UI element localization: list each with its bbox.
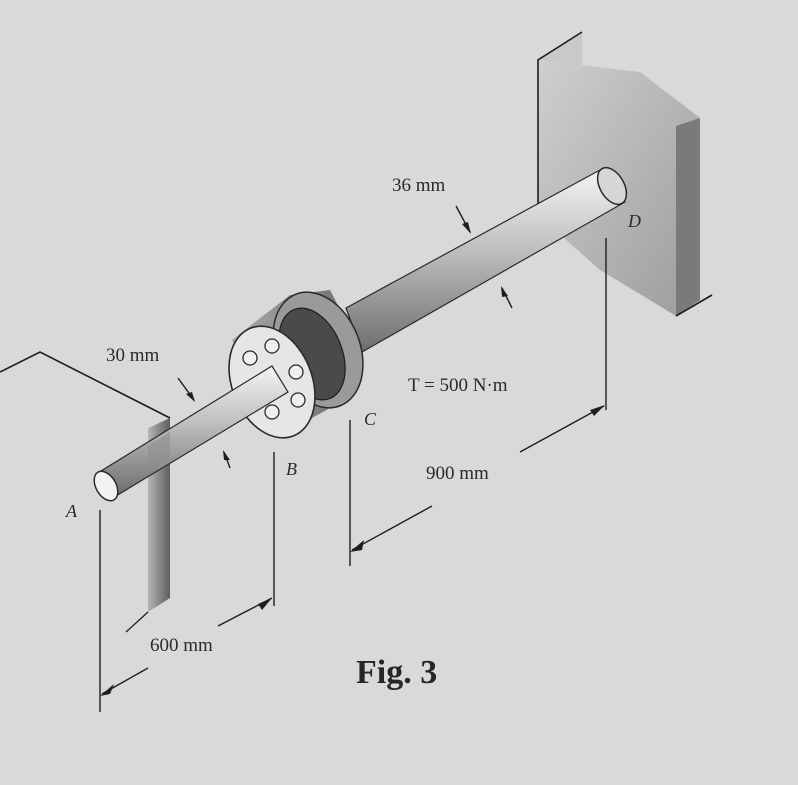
point-b-label: B (286, 459, 297, 479)
fixed-wall-d (537, 31, 713, 317)
length-cd-label: 900 mm (426, 463, 489, 484)
dim-line-900-left (351, 505, 433, 551)
length-ab-label: 600 mm (150, 635, 213, 656)
shaft-cd-diameter-label: 36 mm (392, 175, 446, 196)
point-a-label: A (66, 501, 77, 521)
dimension-arrowheads (100, 222, 605, 696)
bolt-holes (242, 338, 306, 420)
point-c-label: C (364, 409, 377, 429)
fixed-support-a (0, 351, 171, 633)
dim-line-900-right (519, 405, 605, 453)
figure-caption: Fig. 3 (356, 654, 438, 691)
shaft-cd (345, 166, 628, 353)
point-d-label: D (628, 211, 641, 231)
torque-label: T = 500 N·m (408, 375, 508, 396)
shaft-ab-diameter-label: 30 mm (106, 345, 160, 366)
shaft-ab (93, 365, 289, 502)
